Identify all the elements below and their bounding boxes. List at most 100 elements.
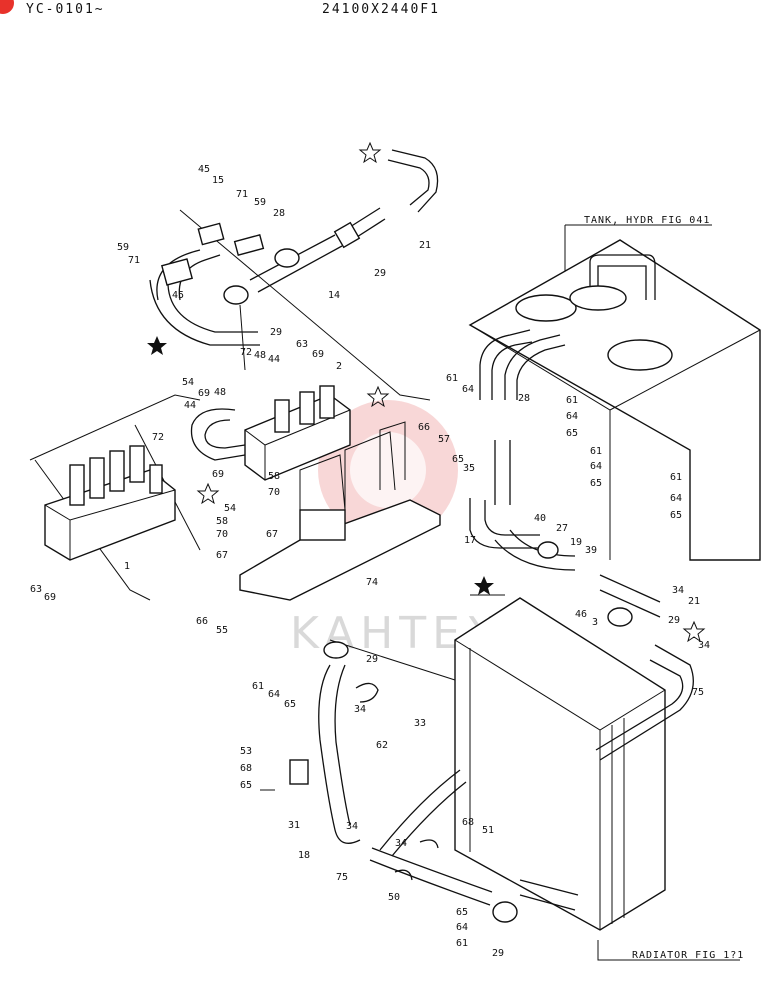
part-callout: 46 [575,609,587,620]
part-callout: 64 [268,689,280,700]
part-callout: 69 [44,592,56,603]
part-callout: 64 [670,493,682,504]
part-callout: 70 [216,529,228,540]
part-callout: 71 [128,255,140,266]
part-callout: 63 [296,339,308,350]
lower-hoses [289,641,579,923]
part-callout: 40 [534,513,546,524]
part-callout: 34 [698,640,710,651]
part-callout: 63 [30,584,42,595]
part-callout: 69 [212,469,224,480]
part-callout: 50 [388,892,400,903]
part-callout: 1 [124,561,130,572]
part-callout: 21 [419,240,431,251]
part-callout: 35 [463,463,475,474]
part-callout: 29 [366,654,378,665]
part-callout: 18 [298,850,310,861]
return-pipes [469,440,694,761]
part-callout: 21 [688,596,700,607]
part-callout: 3 [592,617,598,628]
part-callout: 29 [492,948,504,959]
part-callout: 61 [252,681,264,692]
part-callout: 59 [117,242,129,253]
part-callout: 58 [268,471,280,482]
bracket-74 [239,421,441,601]
part-callout: 31 [288,820,300,831]
part-callout: 65 [240,780,252,791]
part-callout: 61 [670,472,682,483]
tank-reference-label: TANK, HYDR FIG 041 [584,215,710,226]
part-callout: 61 [566,395,578,406]
part-callout: 64 [456,922,468,933]
part-callout: 19 [570,537,582,548]
part-callout: 69 [312,349,324,360]
part-callout: 48 [214,387,226,398]
part-callout: 29 [374,268,386,279]
part-callout: 72 [152,432,164,443]
part-callout: 65 [284,699,296,710]
control-valve-2 [190,385,351,481]
upper-pipe-assembly [149,149,439,346]
part-callout: 34 [346,821,358,832]
part-callout: 17 [464,535,476,546]
header-part-number: 24100X2440F1 [322,2,440,17]
part-callout: 62 [376,740,388,751]
part-callout: 2 [336,361,342,372]
star-markers [147,141,706,643]
part-callout: 69 [198,388,210,399]
part-callout: 64 [590,461,602,472]
part-callout: 57 [438,434,450,445]
radiator [454,597,666,931]
part-callout: 34 [395,838,407,849]
part-callout: 61 [446,373,458,384]
part-callout: 54 [224,503,236,514]
control-valve-1 [44,445,176,561]
radiator-reference-label: RADIATOR FIG 1?1 [632,950,744,961]
part-callout: 48 [254,350,266,361]
part-callout: 65 [566,428,578,439]
part-callout: 75 [336,872,348,883]
part-callout: 28 [273,208,285,219]
part-callout: 58 [216,516,228,527]
part-callout: 59 [254,197,266,208]
part-callout: 53 [240,746,252,757]
part-callout: 65 [452,454,464,465]
part-callout: 67 [266,529,278,540]
part-callout: 66 [196,616,208,627]
part-callout: 74 [366,577,378,588]
hydraulic-tank [468,239,761,561]
part-callout: 75 [692,687,704,698]
part-callout: 68 [462,817,474,828]
part-callout: 65 [670,510,682,521]
header-model-range: YC-0101~ [26,2,105,17]
corner-badge [0,0,14,14]
part-callout: 66 [418,422,430,433]
part-callout: 34 [354,704,366,715]
part-callout: 65 [590,478,602,489]
part-callout: 61 [456,938,468,949]
part-callout: 54 [182,377,194,388]
part-callout: 44 [268,354,280,365]
part-callout: 68 [240,763,252,774]
part-callout: 33 [414,718,426,729]
part-callout: 45 [198,164,210,175]
part-callout: 51 [482,825,494,836]
part-callout: 65 [456,907,468,918]
part-callout: 39 [585,545,597,556]
part-callout: 34 [672,585,684,596]
part-callout: 71 [236,189,248,200]
part-callout: 67 [216,550,228,561]
part-callout: 15 [212,175,224,186]
part-callout: 61 [590,446,602,457]
part-callout: 27 [556,523,568,534]
part-callout: 72 [240,347,252,358]
part-callout: 29 [270,327,282,338]
part-callout: 55 [216,625,228,636]
part-callout: 45 [172,290,184,301]
part-callout: 64 [462,384,474,395]
part-callout: 70 [268,487,280,498]
part-callout: 29 [668,615,680,626]
part-callout: 44 [184,400,196,411]
